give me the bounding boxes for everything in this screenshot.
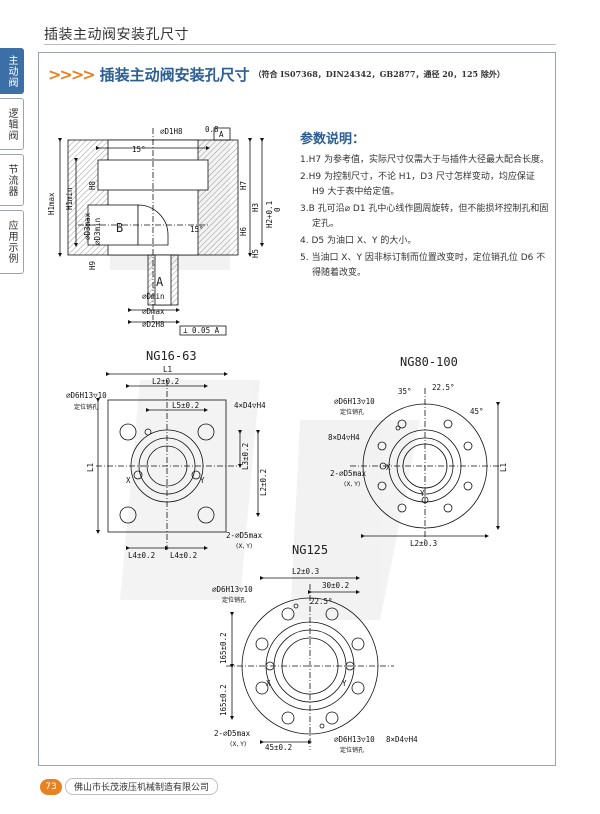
- ng16-x: X: [126, 476, 131, 485]
- ng125-bolt: 8×D4▽H4: [386, 735, 418, 744]
- ng16-view: NG16-63 L1 L2±0.2 L5±0.2 4×: [66, 349, 268, 560]
- dim-d3min: ⌀D3min: [93, 218, 102, 245]
- page-footer: 73 佛山市长茂液压机械制造有限公司: [40, 778, 219, 795]
- dim-h6: H6: [239, 226, 248, 236]
- ng16-title: NG16-63: [146, 349, 197, 363]
- ng80-bolt: 8×D4▽H4: [328, 433, 360, 442]
- ng125-l2: L2±0.3: [292, 567, 319, 576]
- dim-h3: H3: [251, 203, 260, 212]
- ng125-d30: 30±0.2: [322, 581, 349, 590]
- ng16-l1: L1: [163, 365, 172, 374]
- chevron-decor-icon: >>>>: [48, 64, 96, 84]
- ng125-view: NG125 L2±0.3 30±0.2: [212, 543, 418, 754]
- side-tabs: 主动阀 逻辑阀 节流器 应用示例: [0, 48, 24, 278]
- side-tab-active[interactable]: 主动阀: [0, 48, 24, 94]
- company-name: 佛山市长茂液压机械制造有限公司: [65, 778, 219, 795]
- dim-flat: 0.8: [205, 125, 219, 134]
- page-number: 73: [40, 778, 62, 795]
- ng80-y: Y: [420, 489, 425, 498]
- ng80-l2: L2±0.3: [410, 539, 437, 548]
- content-frame: [38, 52, 556, 766]
- ng125-d165b: 165±0.2: [219, 684, 228, 716]
- dim-dmin: ⌀Dmin: [142, 292, 165, 301]
- ng125-x: X: [266, 679, 271, 688]
- param-note: 4. D5 为油口 X、Y 的大小。: [300, 236, 417, 246]
- dim-h9: H9: [88, 261, 97, 270]
- param-note: 1.H7 为参考值，实际尺寸仅需大于与插件大径最大配合长度。: [300, 155, 549, 165]
- ng80-x: X: [386, 463, 391, 472]
- dim-d2h8: ⌀D2H8: [142, 320, 165, 329]
- ng125-pin2: ⌀D6H13▽10: [334, 735, 375, 744]
- side-tab-logic[interactable]: 逻辑阀: [0, 98, 24, 150]
- ng16-bolt: 4×D4▽H4: [234, 401, 266, 410]
- page-header-title: 插装主动阀安装孔尺寸: [44, 27, 189, 43]
- ng125-title: NG125: [292, 543, 328, 557]
- param-note: 3.B 孔可沿⌀ D1 孔中心线作圆周旋转，但不能损坏控制孔和固定孔。: [300, 204, 549, 229]
- section-view: [58, 127, 264, 336]
- ng80-l1: L1: [499, 463, 508, 472]
- dim-dmax: ⌀Dmax: [142, 307, 165, 316]
- port-b-label: B: [116, 221, 123, 235]
- param-note: 2.H9 为控制尺寸，不论 H1，D3 尺寸怎样变动，均应保证 H9 大于表中给…: [300, 172, 535, 197]
- ng16-xy: (X, Y): [236, 543, 252, 550]
- dim-h5: H5: [251, 249, 260, 258]
- port-a-label: A: [156, 275, 164, 289]
- param-note: 5. 当油口 X、Y 因非标订制而位置改变时，定位销孔位 D6 不得随着改变。: [300, 253, 546, 278]
- dim-angle: 15°: [132, 145, 146, 154]
- dim-h2-lower: 0: [273, 207, 282, 212]
- ng16-l4b: L4±0.2: [170, 551, 197, 560]
- ng80-d5: 2-⌀D5max: [330, 469, 367, 478]
- dim-h1min: H1min: [65, 187, 74, 210]
- heading-subtitle: （符合 IS07368，DIN24342，GB2877，通径 20，125 除外…: [253, 68, 505, 79]
- params-title: 参数说明：: [300, 132, 366, 147]
- dim-h7: H7: [239, 181, 248, 190]
- dim-h1max: H1max: [47, 192, 56, 215]
- ng16-pin: ⌀D6H13▽10: [66, 391, 107, 400]
- ng125-pin2-cn: 定位销孔: [340, 746, 364, 754]
- ng125-y: Y: [342, 679, 347, 688]
- parameter-notes: 参数说明： 1.H7 为参考值，实际尺寸仅需大于与插件大径最大配合长度。 2.H…: [300, 128, 550, 283]
- ng16-l3: L3±0.2: [241, 443, 250, 470]
- tolerance-frame: ⊥ 0.05 A: [183, 326, 220, 335]
- dim-d3max: ⌀D3max: [83, 212, 92, 240]
- ng16-l5: L5±0.2: [172, 401, 199, 410]
- ng16-l4a: L4±0.2: [128, 551, 155, 560]
- ng125-d5: 2-⌀D5max: [214, 729, 251, 738]
- side-tab-examples[interactable]: 应用示例: [0, 210, 24, 274]
- dim-h8: H8: [88, 180, 97, 190]
- ng80-view: NG80-100 35° 22.5° 45° ⌀D6H13▽10 定位销孔: [328, 355, 508, 548]
- heading-title: 插装主动阀安装孔尺寸: [99, 65, 250, 84]
- dim-angle: 15°: [190, 225, 204, 234]
- ng125-xy: (X, Y): [230, 741, 246, 748]
- side-tab-throttle[interactable]: 节流器: [0, 154, 24, 206]
- dim-h2: H2+0.1: [265, 201, 274, 228]
- section-heading: >>>> 插装主动阀安装孔尺寸 （符合 IS07368，DIN24342，GB2…: [48, 62, 505, 86]
- ng16-l2: L2±0.2: [152, 377, 179, 386]
- ng16-pin-cn: 定位销孔: [74, 403, 98, 411]
- ng80-angle: 45°: [470, 407, 484, 416]
- ng125-pin-cn: 定位销孔: [222, 596, 246, 604]
- ng16-l1v: L1: [86, 463, 95, 472]
- ng80-xy: (X, Y): [344, 481, 360, 488]
- ng16-d5: 2-⌀D5max: [226, 531, 263, 540]
- ng80-pin: ⌀D6H13▽10: [334, 397, 375, 406]
- section-dimension-labels: ⌀D1H8 0.8 A 15° 15° H1max H1min H8 H7 H3…: [47, 125, 282, 335]
- ng80-pin-cn: 定位销孔: [340, 408, 364, 416]
- ng80-title: NG80-100: [400, 355, 458, 369]
- ng125-d45: 45±0.2: [265, 743, 292, 752]
- ng125-d165a: 165±0.2: [219, 632, 228, 664]
- ng16-l2v: L2±0.2: [259, 469, 268, 496]
- ng125-angle: 22.5°: [310, 597, 333, 606]
- dim-d1h8: ⌀D1H8: [160, 127, 183, 136]
- ng125-pin: ⌀D6H13▽10: [212, 585, 253, 594]
- ng80-angle: 35°: [398, 387, 412, 396]
- datum-a: A: [219, 130, 224, 139]
- header-rule: [44, 44, 556, 45]
- ng80-angle: 22.5°: [432, 383, 455, 392]
- ng16-y: Y: [200, 476, 205, 485]
